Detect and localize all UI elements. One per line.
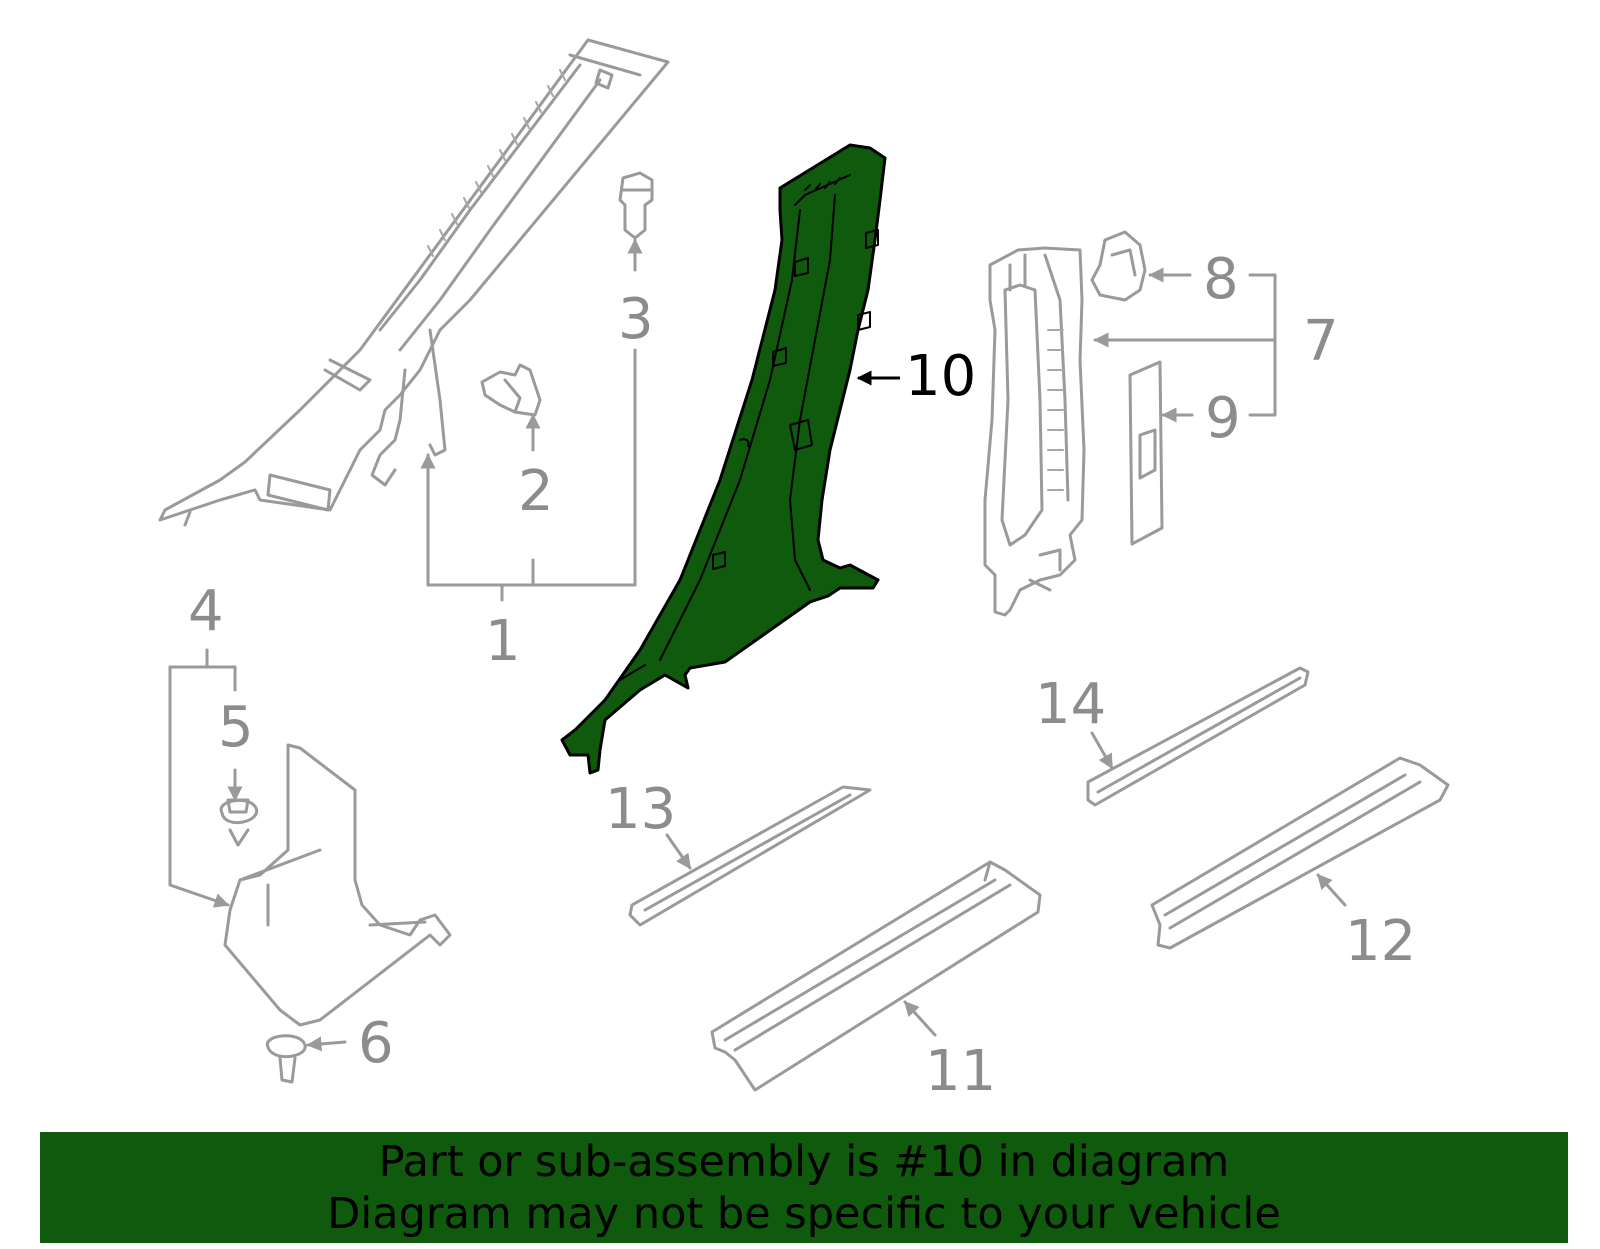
callout-3: 3 xyxy=(618,287,654,352)
callout-labels: 1 2 3 4 5 6 7 8 9 10 11 12 13 14 xyxy=(188,247,1416,1104)
callout-14: 14 xyxy=(1035,672,1106,737)
callout-1: 1 xyxy=(485,609,521,674)
part-2-clip xyxy=(480,363,542,417)
callout-5: 5 xyxy=(218,695,254,760)
leader-lines xyxy=(168,238,1347,1052)
callout-6: 6 xyxy=(358,1011,394,1076)
parts-diagram: 1 2 3 4 5 6 7 8 9 10 11 12 13 14 xyxy=(158,38,1450,1104)
part-6-push-clip xyxy=(266,1034,307,1084)
part-11-front-sill-plate xyxy=(710,860,1042,1092)
part-8-clip xyxy=(1090,230,1147,302)
callout-8: 8 xyxy=(1203,247,1239,312)
callout-12: 12 xyxy=(1345,909,1416,974)
part-9-seal xyxy=(1128,360,1164,546)
callout-4: 4 xyxy=(188,579,224,644)
part-4-kick-panel xyxy=(223,743,452,1027)
part-3-fastener xyxy=(618,171,654,240)
part-1-a-pillar-trim xyxy=(158,38,670,527)
callout-9: 9 xyxy=(1205,386,1241,451)
part-10-center-pillar-trim xyxy=(560,143,887,775)
part-5-push-clip xyxy=(219,798,259,847)
part-13-front-sill-scuff xyxy=(628,785,872,927)
banner-line-disclaimer: Diagram may not be specific to your vehi… xyxy=(327,1188,1281,1239)
info-banner: Part or sub-assembly is #10 in diagram D… xyxy=(40,1132,1568,1243)
part-14-rear-sill-scuff xyxy=(1086,666,1310,807)
callout-13: 13 xyxy=(605,777,676,842)
callout-7: 7 xyxy=(1303,309,1339,374)
callout-2: 2 xyxy=(518,459,554,524)
callout-11: 11 xyxy=(925,1039,996,1104)
callout-10: 10 xyxy=(905,344,976,409)
banner-line-part-number: Part or sub-assembly is #10 in diagram xyxy=(378,1136,1230,1187)
part-12-rear-sill-plate xyxy=(1150,756,1450,950)
part-7-b-pillar-trim xyxy=(983,246,1086,617)
